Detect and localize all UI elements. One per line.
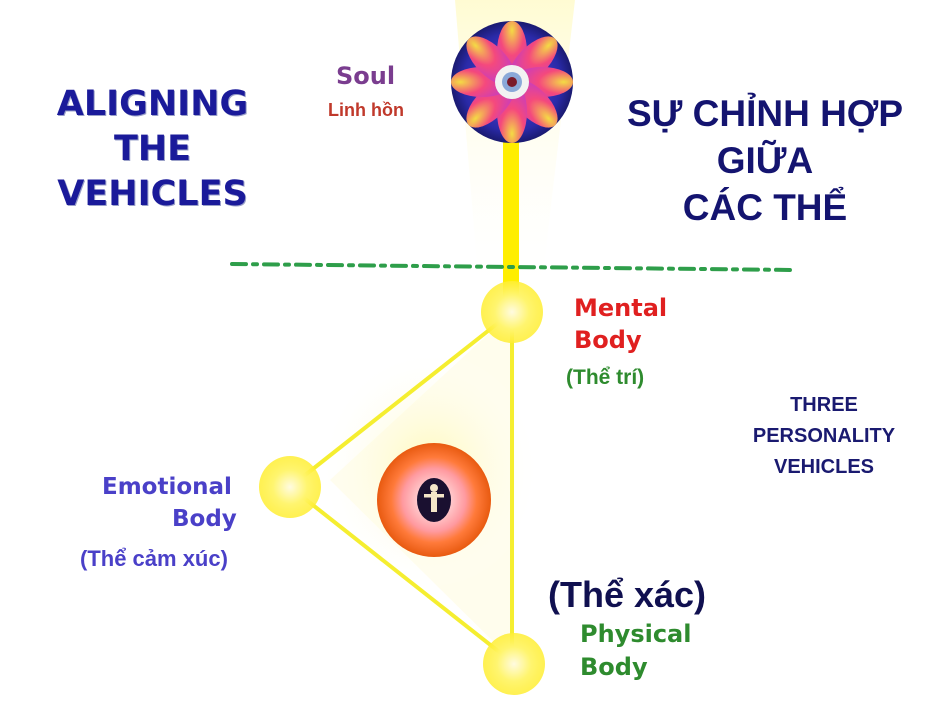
line-emotional-physical (288, 485, 514, 664)
mental-body-label-1: Mental (574, 294, 668, 322)
title-vietnamese: SỰ CHỈNH HỢP GIỮA CÁC THỂ (600, 90, 930, 231)
title-english: ALIGNING THE VEHICLES (40, 82, 265, 217)
title-en-line-2: THE (113, 129, 192, 169)
title-vi-line-1: SỰ CHỈNH HỢP (626, 93, 904, 134)
soul-ray (503, 120, 519, 310)
title-en-line-3: VEHICLES (57, 174, 248, 214)
emotional-body-label-2: Body (172, 506, 237, 532)
physical-body-label-2: Body (580, 653, 648, 681)
three-line-3: VEHICLES (773, 456, 875, 478)
title-vi-line-2: GIỮA (716, 140, 814, 181)
emotional-body-orb (259, 456, 321, 518)
title-vi-line-3: CÁC THỂ (682, 187, 848, 228)
emotional-body-label-1: Emotional (102, 474, 232, 500)
title-en-line-1: ALIGNING (56, 84, 249, 124)
three-line-2: PERSONALITY (752, 425, 896, 447)
emotional-body-label-vi: (Thể cảm xúc) (80, 546, 228, 571)
three-line-1: THREE (790, 394, 858, 416)
mental-body-orb (481, 281, 543, 343)
three-personality-vehicles: THREE PERSONALITY VEHICLES (744, 390, 904, 483)
lotus-flower-icon (451, 21, 573, 143)
line-mental-emotional (288, 310, 514, 489)
physical-body-label-vi: (Thể xác) (548, 574, 707, 615)
mental-body-label-vi: (Thể trí) (566, 366, 645, 389)
soul-label: Soul (336, 62, 396, 90)
soul-label-vi: Linh hồn (328, 100, 404, 120)
mental-body-label-2: Body (574, 326, 642, 354)
christ-figure-icon (417, 478, 451, 522)
physical-body-orb (483, 633, 545, 695)
physical-body-label-1: Physical (580, 620, 692, 648)
dividing-line (230, 262, 797, 272)
